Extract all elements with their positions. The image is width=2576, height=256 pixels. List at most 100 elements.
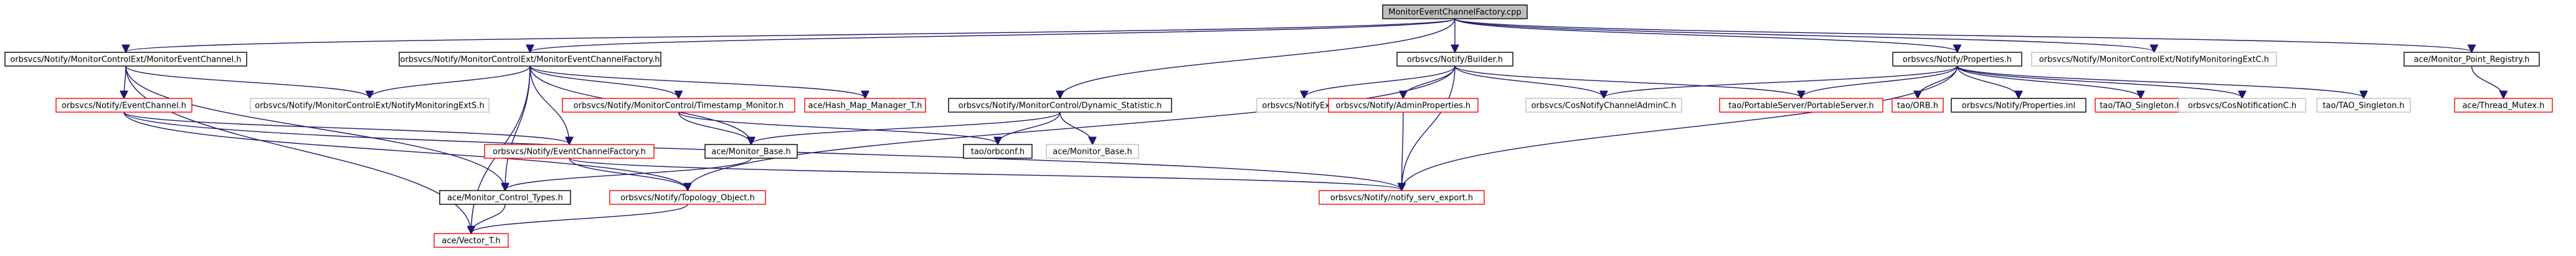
node-label: tao/TAO_Singleton.h	[2323, 102, 2404, 111]
include-node[interactable]: orbsvcs/Notify/Builder.h	[1396, 52, 1513, 67]
node-label: orbsvcs/NotifyExtC.h	[1262, 102, 1346, 111]
edge-builder_h-to-nextc_h	[1304, 65, 1456, 98]
include-node[interactable]: orbsvcs/CosNotifyChannelAdminC.h	[1525, 98, 1682, 113]
edge-mecf_h-to-mct_h	[505, 65, 531, 190]
node-label: orbsvcs/CosNotifyChannelAdminC.h	[1532, 102, 1677, 111]
include-node[interactable]: ace/Monitor_Control_Types.h	[439, 190, 571, 205]
include-node[interactable]: orbsvcs/Notify/EventChannelFactory.h	[484, 144, 655, 159]
include-node[interactable]: tao/orbconf.h	[963, 144, 1033, 159]
edge-mecf_h-to-nmext_s	[370, 65, 531, 98]
node-box	[948, 98, 1172, 113]
edge-monbase_h-to-mct_h	[505, 158, 752, 190]
include-node[interactable]: ace/Monitor_Base.h	[1046, 144, 1139, 159]
edge-properties_h-to-taosing_h	[1956, 65, 2141, 98]
edge-ec_h-to-ecf_h	[123, 111, 569, 144]
edge-mec_h-to-nmext_s	[125, 65, 370, 98]
include-node[interactable]: tao/ORB.h	[1892, 98, 1944, 113]
include-node[interactable]: orbsvcs/Notify/notify_serv_export.h	[1319, 190, 1485, 205]
node-box	[1719, 98, 1883, 113]
edge-mct_h-to-vector_h	[471, 204, 506, 233]
edge-builder_h-to-adminprop_h	[1403, 65, 1456, 98]
include-node[interactable]: orbsvcs/Notify/MonitorControl/Timestamp_…	[562, 98, 795, 113]
edge-mec_h-to-ec_h	[124, 65, 126, 98]
edge-layer	[123, 18, 2504, 233]
edge-root-to-properties_h	[1454, 18, 1958, 52]
include-node[interactable]: ace/Hash_Map_Manager_T.h	[804, 98, 926, 113]
edge-properties_h-to-cosnotc_h	[1956, 65, 2243, 98]
include-node[interactable]: orbsvcs/Notify/Topology_Object.h	[609, 190, 766, 205]
edge-mpr_h-to-mutex_h	[2471, 65, 2504, 98]
node-label: orbsvcs/Notify/MonitorControlExt/NotifyM…	[2039, 55, 2269, 65]
include-node[interactable]: orbsvcs/CosNotificationC.h	[2178, 98, 2306, 113]
node-box	[1396, 52, 1513, 67]
edge-mec_h-to-mct_h	[125, 65, 505, 190]
edge-properties_h-to-propinl_h	[1956, 65, 2019, 98]
node-box	[2316, 98, 2411, 113]
include-node[interactable]: ace/Monitor_Point_Registry.h	[2403, 52, 2540, 67]
node-label: orbsvcs/Notify/Topology_Object.h	[620, 194, 755, 203]
include-node[interactable]: orbsvcs/Notify/EventChannel.h	[55, 98, 192, 113]
edge-root-to-dyn_h	[1060, 18, 1456, 98]
node-box	[2454, 98, 2553, 113]
node-label: orbsvcs/Notify/MonitorControl/Dynamic_St…	[959, 102, 1162, 111]
node-label: tao/orbconf.h	[971, 148, 1025, 157]
edge-root-to-nmext_c	[1454, 18, 2154, 52]
node-box	[609, 190, 766, 205]
include-node[interactable]: orbsvcs/Notify/Properties.h	[1892, 52, 2022, 67]
node-box	[704, 144, 798, 159]
node-label: orbsvcs/Notify/Builder.h	[1407, 55, 1503, 65]
node-box	[433, 233, 509, 248]
include-node[interactable]: orbsvcs/Notify/MonitorControl/Dynamic_St…	[948, 98, 1172, 113]
node-box	[2403, 52, 2540, 67]
include-node[interactable]: tao/TAO_Singleton.h	[2095, 98, 2187, 113]
node-box	[1892, 52, 2022, 67]
include-node[interactable]: orbsvcs/Notify/MonitorControlExt/NotifyM…	[250, 98, 490, 113]
include-node[interactable]: orbsvcs/NotifyExtC.h	[1256, 98, 1352, 113]
node-label: orbsvcs/CosNotificationC.h	[2188, 102, 2296, 111]
node-label: tao/ORB.h	[1897, 102, 1938, 111]
node-box	[2178, 98, 2306, 113]
edge-properties_h-to-export_h	[1402, 65, 1958, 190]
node-layer: MonitorEventChannelFactory.cpporbsvcs/No…	[4, 4, 2553, 248]
edge-dyn_h-to-orbconf_h	[998, 111, 1061, 144]
edge-mecf_h-to-tsm_h	[529, 65, 679, 98]
node-label: tao/PortableServer/PortableServer.h	[1728, 102, 1873, 111]
node-label: orbsvcs/Notify/Properties.inl	[1962, 102, 2075, 111]
include-node[interactable]: tao/PortableServer/PortableServer.h	[1719, 98, 1883, 113]
include-node[interactable]: orbsvcs/Notify/Properties.inl	[1951, 98, 2086, 113]
node-label: ace/Thread_Mutex.h	[2463, 102, 2545, 111]
node-label: orbsvcs/Notify/Properties.h	[1903, 55, 2012, 65]
node-label: orbsvcs/Notify/MonitorControlExt/NotifyM…	[255, 102, 485, 111]
include-node[interactable]: tao/TAO_Singleton.h	[2316, 98, 2411, 113]
node-label: tao/TAO_Singleton.h	[2100, 102, 2181, 111]
edge-root-to-mec_h	[126, 18, 1456, 52]
edge-builder_h-to-export_h	[1402, 65, 1456, 190]
node-box	[1951, 98, 2086, 113]
node-label: ace/Vector_T.h	[442, 237, 500, 246]
edge-ec_h-to-topo_h	[123, 111, 688, 190]
node-box	[804, 98, 926, 113]
node-box	[439, 190, 571, 205]
node-label: orbsvcs/Notify/EventChannelFactory.h	[493, 148, 646, 157]
node-label: orbsvcs/Notify/MonitorControl/Timestamp_…	[574, 102, 784, 111]
edge-topo_h-to-vector_h	[471, 204, 688, 233]
node-box	[1525, 98, 1682, 113]
include-node[interactable]: orbsvcs/Notify/MonitorControlExt/Monitor…	[399, 52, 661, 67]
node-box	[1328, 98, 1479, 113]
include-node[interactable]: orbsvcs/Notify/MonitorControlExt/Monitor…	[4, 52, 247, 67]
edge-root-to-mecf_h	[530, 18, 1456, 52]
include-node[interactable]: orbsvcs/Notify/AdminProperties.h	[1328, 98, 1479, 113]
node-box	[4, 52, 247, 67]
node-label: ace/Hash_Map_Manager_T.h	[808, 102, 922, 111]
node-box	[1382, 4, 1528, 19]
node-box	[1319, 190, 1485, 205]
edge-tsm_h-to-orbconf_h	[678, 111, 998, 144]
include-node[interactable]: ace/Vector_T.h	[433, 233, 509, 248]
include-node[interactable]: ace/Thread_Mutex.h	[2454, 98, 2553, 113]
include-node[interactable]: ace/Monitor_Base.h	[704, 144, 798, 159]
edge-adminprop_h-to-export_h	[1402, 111, 1404, 190]
include-node[interactable]: orbsvcs/Notify/MonitorControlExt/NotifyM…	[2031, 52, 2277, 67]
node-label: orbsvcs/Notify/MonitorControlExt/Monitor…	[400, 55, 660, 65]
edge-properties_h-to-portable_h	[1801, 65, 1958, 98]
